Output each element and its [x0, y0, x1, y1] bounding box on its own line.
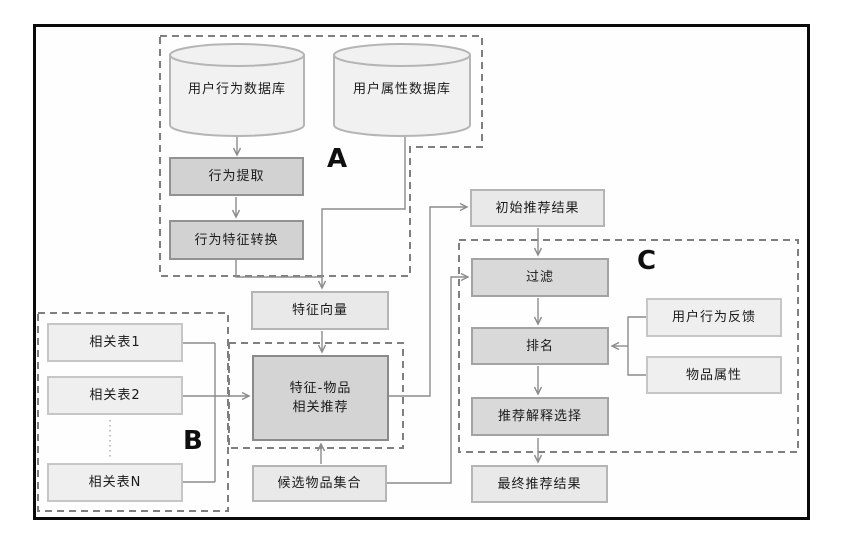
node-feature-item-rec-line1: 特征-物品 — [289, 381, 352, 396]
node-feature-vector: 特征向量 — [251, 291, 389, 330]
node-final-rec-result: 最终推荐结果 — [471, 465, 608, 503]
connectors — [183, 137, 646, 484]
node-ranking: 排名 — [471, 327, 609, 365]
database-cylinder-user-behavior — [169, 43, 305, 137]
group-b-outline — [37, 312, 229, 512]
node-filter: 过滤 — [471, 258, 609, 297]
node-related-table-1: 相关表1 — [47, 323, 183, 362]
node-rec-explain-select: 推荐解释选择 — [471, 397, 609, 436]
node-candidate-item-set: 候选物品集合 — [252, 465, 387, 502]
node-item-attr: 物品属性 — [646, 356, 782, 394]
group-c-label: C — [637, 246, 657, 276]
line-convert-to-merge — [235, 260, 322, 278]
line-feedback-join — [627, 316, 646, 346]
group-c-outline — [458, 239, 799, 453]
arrow-candidate-to-filter — [387, 272, 470, 484]
node-behavior-extract: 行为提取 — [169, 157, 304, 196]
node-user-behavior-db: 用户行为数据库 — [187, 81, 286, 97]
arrow-db2-to-feature-vector — [317, 137, 406, 290]
node-feature-item-rec-line2: 相关推荐 — [292, 400, 349, 415]
group-a-label: A — [327, 144, 348, 174]
node-feature-item-rec: 特征-物品 相关推荐 — [252, 355, 389, 441]
database-cylinder-user-attr — [333, 43, 471, 137]
arrow-hub-to-initial — [389, 202, 469, 397]
node-user-behavior-feedback: 用户行为反馈 — [646, 298, 782, 337]
node-behavior-feature-convert: 行为特征转换 — [169, 220, 304, 260]
group-a-outline — [159, 35, 483, 277]
group-b-label: B — [183, 426, 203, 456]
node-user-attr-db: 用户属性数据库 — [352, 81, 451, 97]
node-related-table-n: 相关表N — [47, 463, 183, 502]
node-initial-rec-result: 初始推荐结果 — [470, 189, 605, 227]
node-related-table-2: 相关表2 — [47, 376, 183, 415]
line-itemattr-join — [627, 346, 646, 376]
